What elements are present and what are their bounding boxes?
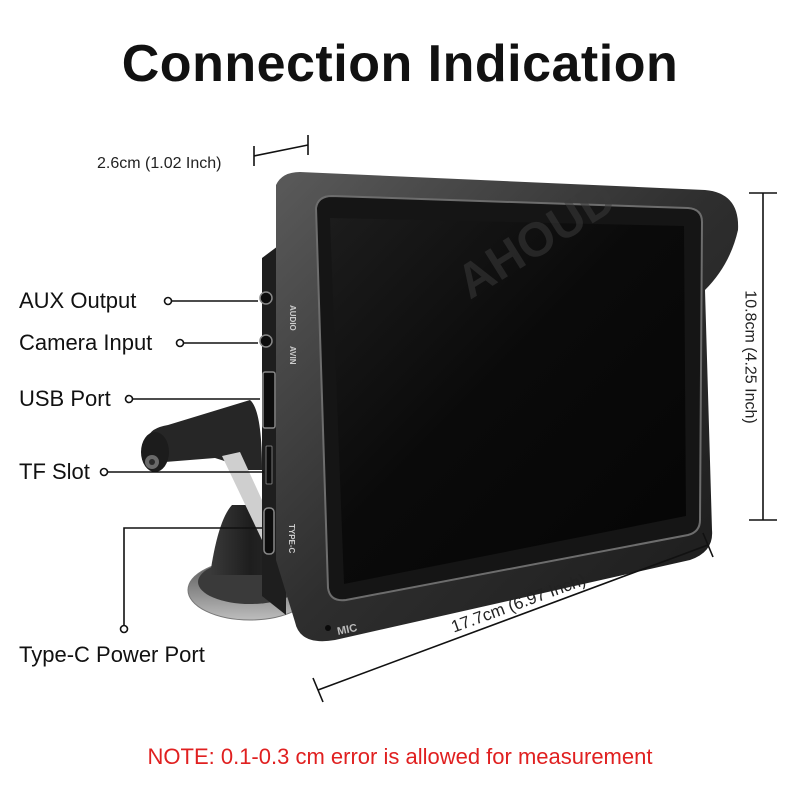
typec-port-icon bbox=[263, 507, 275, 555]
page-title: Connection Indication bbox=[121, 35, 679, 93]
typec-power-port-label: Type-C Power Port bbox=[19, 642, 205, 667]
height-dimension-label: 10.8cm (4.25 Inch) bbox=[741, 290, 759, 424]
device-body bbox=[259, 172, 739, 642]
depth-dimension-label: 2.6cm (1.02 Inch) bbox=[97, 155, 222, 172]
tf-slot-icon bbox=[265, 445, 273, 485]
mic-hole-icon bbox=[325, 625, 331, 631]
mic-text: MIC bbox=[336, 622, 358, 638]
avin-port-text: AVIN bbox=[288, 346, 297, 365]
tf-slot-label: TF Slot bbox=[19, 459, 90, 484]
avin-port-icon bbox=[259, 334, 273, 348]
aux-port-icon bbox=[259, 291, 273, 305]
audio-port-text: AUDIO bbox=[288, 305, 297, 331]
dimension-lines bbox=[253, 135, 777, 703]
camera-input-label: Camera Input bbox=[19, 330, 153, 355]
usb-port-label: USB Port bbox=[19, 386, 111, 411]
typec-port-text: TYPE-C bbox=[287, 524, 296, 554]
usb-port-icon bbox=[262, 371, 276, 429]
callout-lines bbox=[99, 296, 264, 634]
aux-output-label: AUX Output bbox=[19, 288, 137, 313]
measurement-note: NOTE: 0.1-0.3 cm error is allowed for me… bbox=[147, 744, 653, 769]
